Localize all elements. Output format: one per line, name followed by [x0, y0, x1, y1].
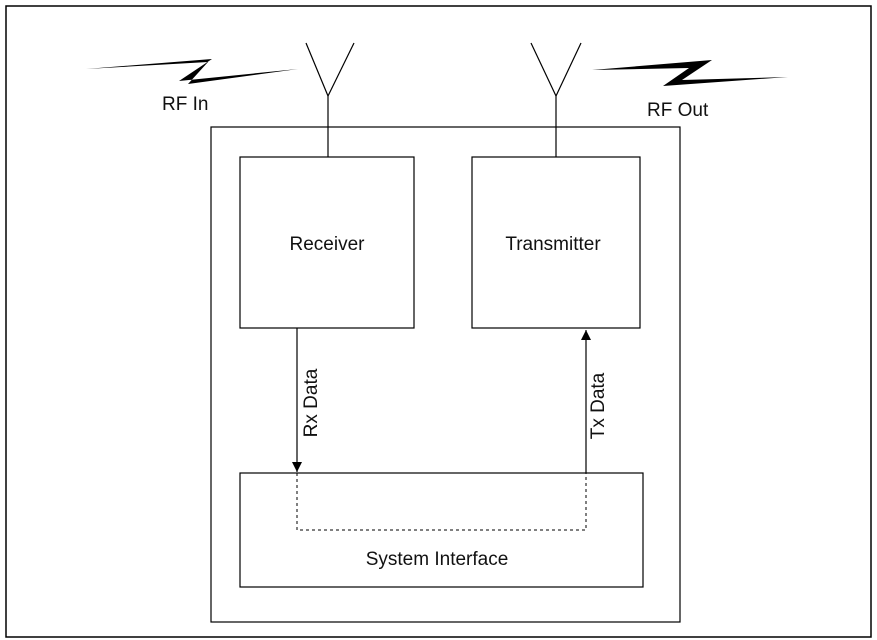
transmitter-block — [471, 156, 641, 329]
rf-in-label: RF In — [162, 94, 208, 115]
internal-data-path — [296, 473, 587, 531]
rx-data-label: Rx Data — [301, 368, 322, 437]
system-interface-label: System Interface — [366, 549, 509, 570]
system-interface-block — [239, 472, 644, 588]
rf-out-label: RF Out — [647, 100, 709, 121]
page-frame — [5, 5, 872, 638]
receive-antenna-icon — [305, 42, 355, 157]
rf-out-lightning-icon — [592, 60, 788, 86]
receiver-label: Receiver — [290, 234, 366, 255]
device-enclosure — [210, 126, 681, 623]
transmitter-label: Transmitter — [505, 234, 601, 255]
tx-data-label: Tx Data — [588, 372, 609, 439]
rf-in-lightning-icon — [86, 59, 298, 84]
receiver-block — [239, 156, 415, 329]
transmit-antenna-icon — [530, 42, 582, 157]
